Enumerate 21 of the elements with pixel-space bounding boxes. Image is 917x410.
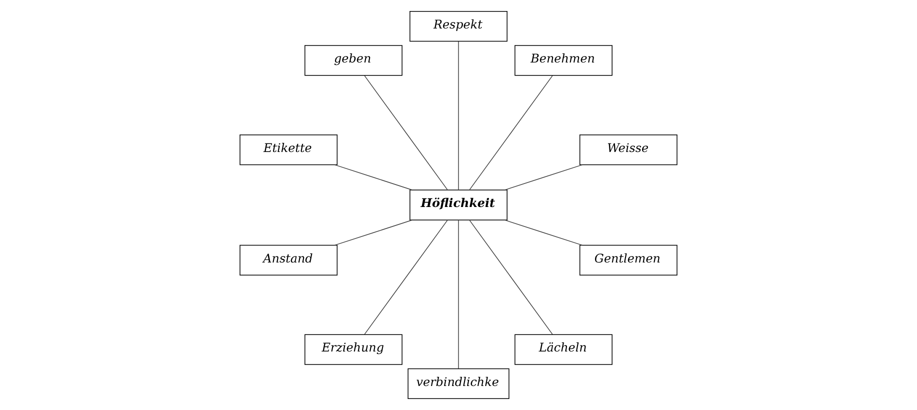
connector [458, 220, 459, 369]
node-box: Erziehung [304, 334, 402, 365]
node-box: verbindlichke [408, 368, 510, 399]
connector [504, 164, 583, 190]
connector [364, 75, 448, 190]
connector [364, 220, 448, 335]
node-box: Weisse [579, 134, 678, 166]
node-box: Gentlemen [579, 244, 678, 276]
node-box: Respekt [410, 11, 508, 42]
node-box: Etikette [240, 134, 338, 166]
node-box: Anstand [240, 244, 338, 276]
connector [334, 220, 413, 246]
connector [504, 220, 583, 246]
node-box: Lächeln [514, 334, 612, 365]
connector [469, 220, 553, 335]
node-box: Benehmen [514, 45, 612, 76]
connector [458, 41, 459, 190]
node-box: geben [304, 45, 402, 76]
node-box: Höflichkeit [410, 190, 508, 220]
connector [334, 164, 413, 190]
connector [469, 75, 553, 190]
